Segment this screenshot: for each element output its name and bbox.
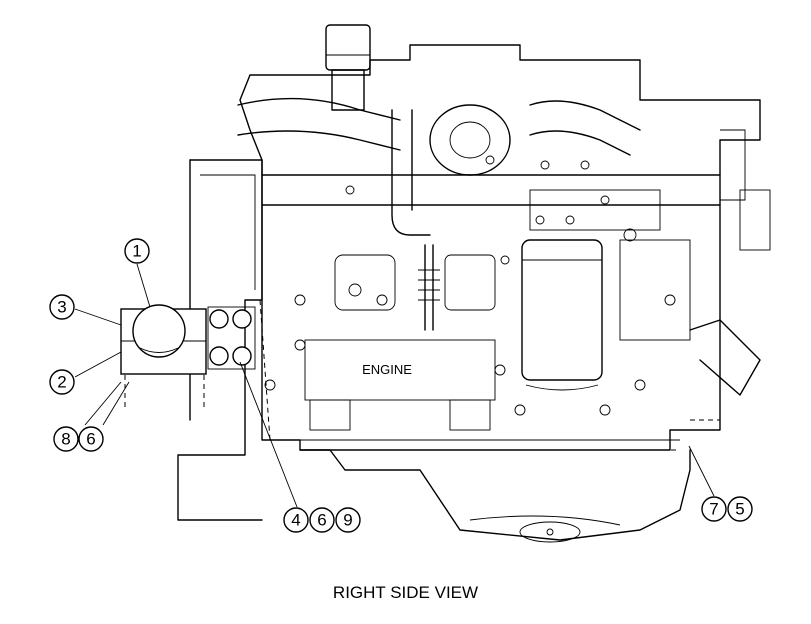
view-caption: RIGHT SIDE VIEW [332, 583, 479, 602]
callout-6-bottom-label: 6 [317, 511, 326, 530]
callout-7: 7 [701, 496, 727, 522]
engine-label: ENGINE [362, 362, 412, 377]
callout-3-label: 3 [57, 298, 66, 317]
callout-6-left-label: 6 [86, 430, 95, 449]
component-housing [120, 304, 207, 410]
callout-4-label: 4 [291, 511, 300, 530]
callout-8: 8 [53, 426, 79, 452]
callout-4: 4 [283, 507, 309, 533]
callout-2-label: 2 [57, 373, 66, 392]
callout-2: 2 [49, 369, 75, 395]
callout-8-label: 8 [61, 430, 70, 449]
callout-5: 5 [727, 496, 753, 522]
callout-3: 3 [49, 294, 75, 320]
port-circles [207, 306, 256, 370]
callout-1: 1 [124, 238, 150, 264]
callout-6-left: 6 [78, 426, 104, 452]
engine-block [177, 24, 771, 543]
leader-lines [74, 263, 715, 508]
callout-9: 9 [335, 507, 361, 533]
callout-7-label: 7 [709, 500, 718, 519]
callout-9-label: 9 [343, 511, 352, 530]
callout-1-label: 1 [132, 242, 141, 261]
callout-6-bottom: 6 [309, 507, 335, 533]
callout-5-label: 5 [735, 500, 744, 519]
